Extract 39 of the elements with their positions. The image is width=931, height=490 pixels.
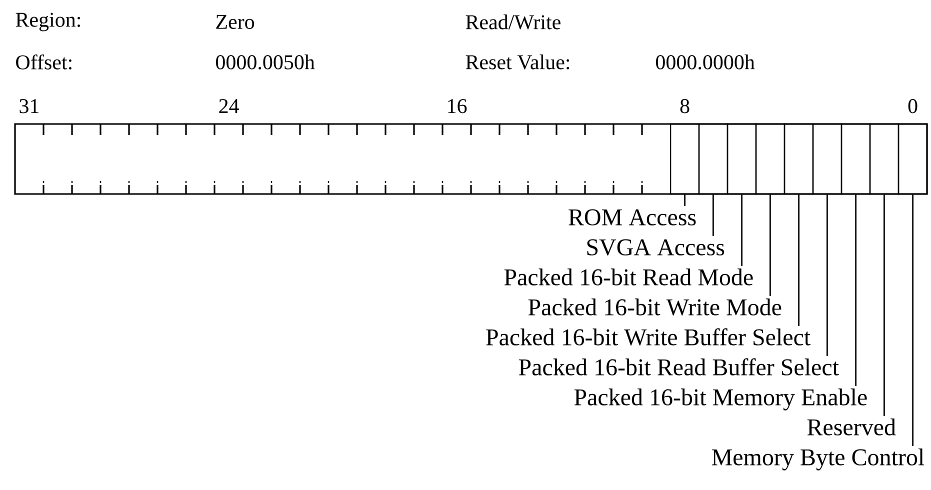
bit-cell [726, 123, 757, 195]
bit-cell [698, 123, 728, 195]
bit-cell [784, 123, 814, 195]
bit-number: 31 [20, 99, 38, 114]
leader-line [684, 194, 686, 206]
leader-line [884, 194, 885, 416]
field-label: Packed 16-bit Memory Enable [574, 388, 867, 410]
bit-cell [812, 123, 842, 195]
field-label: Packed 16-bit Read Mode [504, 268, 753, 286]
bit-cell [755, 123, 786, 195]
header-value: 0000.0050h [216, 54, 315, 70]
field-label: SVGA Access [587, 239, 724, 256]
field-label: Packed 16-bit Write Mode [528, 298, 782, 316]
bit-number: 8 [680, 99, 690, 114]
header-label: Read/Write [466, 14, 560, 30]
leader-line [741, 194, 742, 266]
leader-line [712, 194, 714, 236]
field-label: ROM Access [568, 209, 696, 226]
bit-cell [869, 123, 900, 195]
field-label: Packed 16-bit Read Buffer Select [518, 358, 839, 376]
leader-line [912, 194, 914, 446]
header-label: Offset: [16, 54, 72, 70]
bit-cell [670, 123, 700, 195]
leader-line [855, 194, 856, 386]
field-label: Packed 16-bit Write Buffer Select [486, 328, 810, 346]
header-label: Region: [16, 12, 80, 32]
header-label: Reset Value: [466, 54, 570, 70]
leader-line [826, 194, 828, 356]
bit-cell [898, 123, 928, 195]
bit-number: 24 [219, 99, 239, 113]
bit-number: 16 [448, 99, 467, 114]
header-value: 0000.0000h [656, 54, 755, 70]
leader-line [770, 194, 771, 296]
header-value: Zero [216, 15, 254, 29]
field-label: Memory Byte Control [712, 448, 924, 470]
field-label: Reserved [807, 418, 896, 436]
bit-number: 0 [908, 99, 918, 114]
leader-line [798, 194, 800, 326]
bit-cell [840, 123, 871, 195]
